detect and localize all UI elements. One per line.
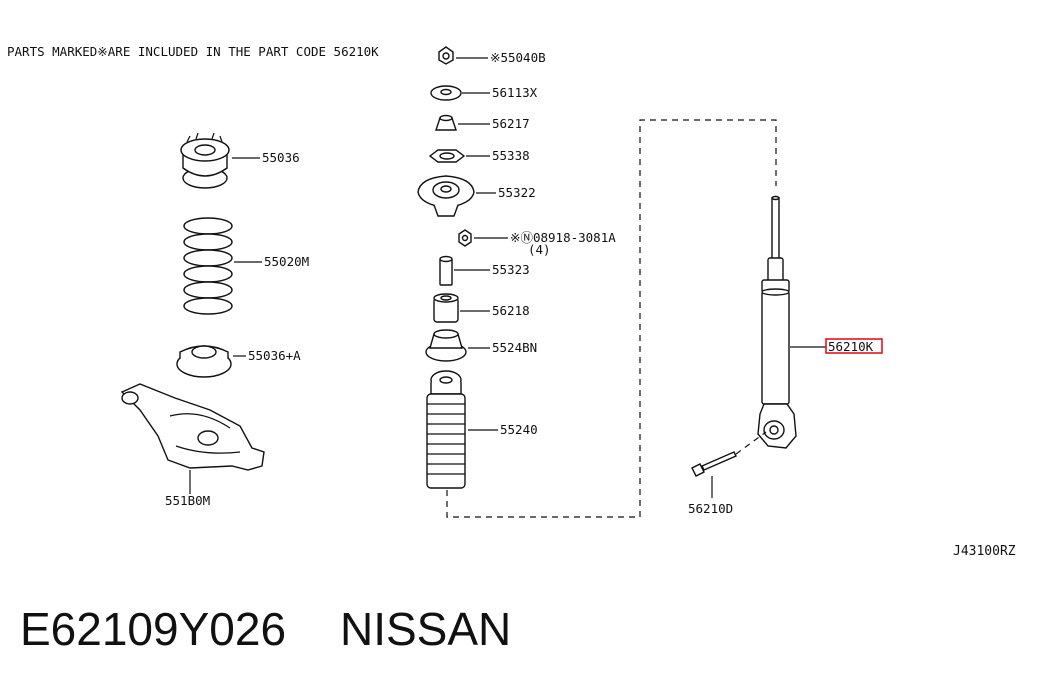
washer-56113x-illustration	[430, 85, 462, 101]
lower-arm-illustration	[120, 383, 265, 471]
part-55036-illustration	[180, 132, 230, 189]
sleeve-55323-illustration	[439, 255, 453, 286]
footer-part-number: E62109Y026	[20, 603, 286, 655]
label-55323[interactable]: 55323	[492, 262, 530, 277]
label-56218[interactable]: 56218	[492, 303, 530, 318]
label-5524bn[interactable]: 5524BN	[492, 340, 537, 355]
mount-55322-illustration	[417, 175, 475, 217]
reference-code: J43100RZ	[953, 544, 1016, 559]
seal-55338-illustration	[428, 149, 466, 163]
label-55036a[interactable]: 55036+A	[248, 348, 301, 363]
shock-absorber-illustration	[757, 195, 797, 449]
nut-55040b-illustration	[438, 46, 454, 65]
label-55040b[interactable]: ※55040B	[490, 50, 546, 65]
label-551b0m[interactable]: 551B0M	[165, 493, 210, 508]
coil-spring-illustration	[183, 217, 233, 315]
label-56113x[interactable]: 56113X	[492, 85, 538, 100]
label-55240[interactable]: 55240	[500, 422, 538, 437]
bolt-56210d-illustration	[691, 431, 767, 477]
label-55338[interactable]: 55338	[492, 148, 530, 163]
bump-stop-5524bn-illustration	[425, 329, 467, 362]
assembly-bracket	[446, 119, 777, 518]
label-55020m[interactable]: 55020M	[264, 254, 309, 269]
dust-boot-55240-illustration	[426, 370, 466, 489]
label-55036[interactable]: 55036	[262, 150, 300, 165]
label-56210k[interactable]: 56210K	[828, 339, 874, 354]
nut-08918-illustration	[458, 229, 472, 247]
part-55036a-illustration	[176, 345, 232, 378]
label-56210d[interactable]: 56210D	[688, 501, 733, 516]
label-56217[interactable]: 56217	[492, 116, 530, 131]
footer-brand: NISSAN	[340, 603, 511, 655]
label-08918[interactable]: ※Ⓝ08918-3081A	[510, 230, 616, 245]
bushing-56218-illustration	[433, 293, 459, 323]
header-note: PARTS MARKED※ARE INCLUDED IN THE PART CO…	[7, 44, 379, 59]
label-55322[interactable]: 55322	[498, 185, 536, 200]
label-08918-qty: (4)	[528, 242, 551, 257]
bushing-56217-illustration	[435, 114, 457, 131]
highlight-56210k	[825, 338, 883, 354]
